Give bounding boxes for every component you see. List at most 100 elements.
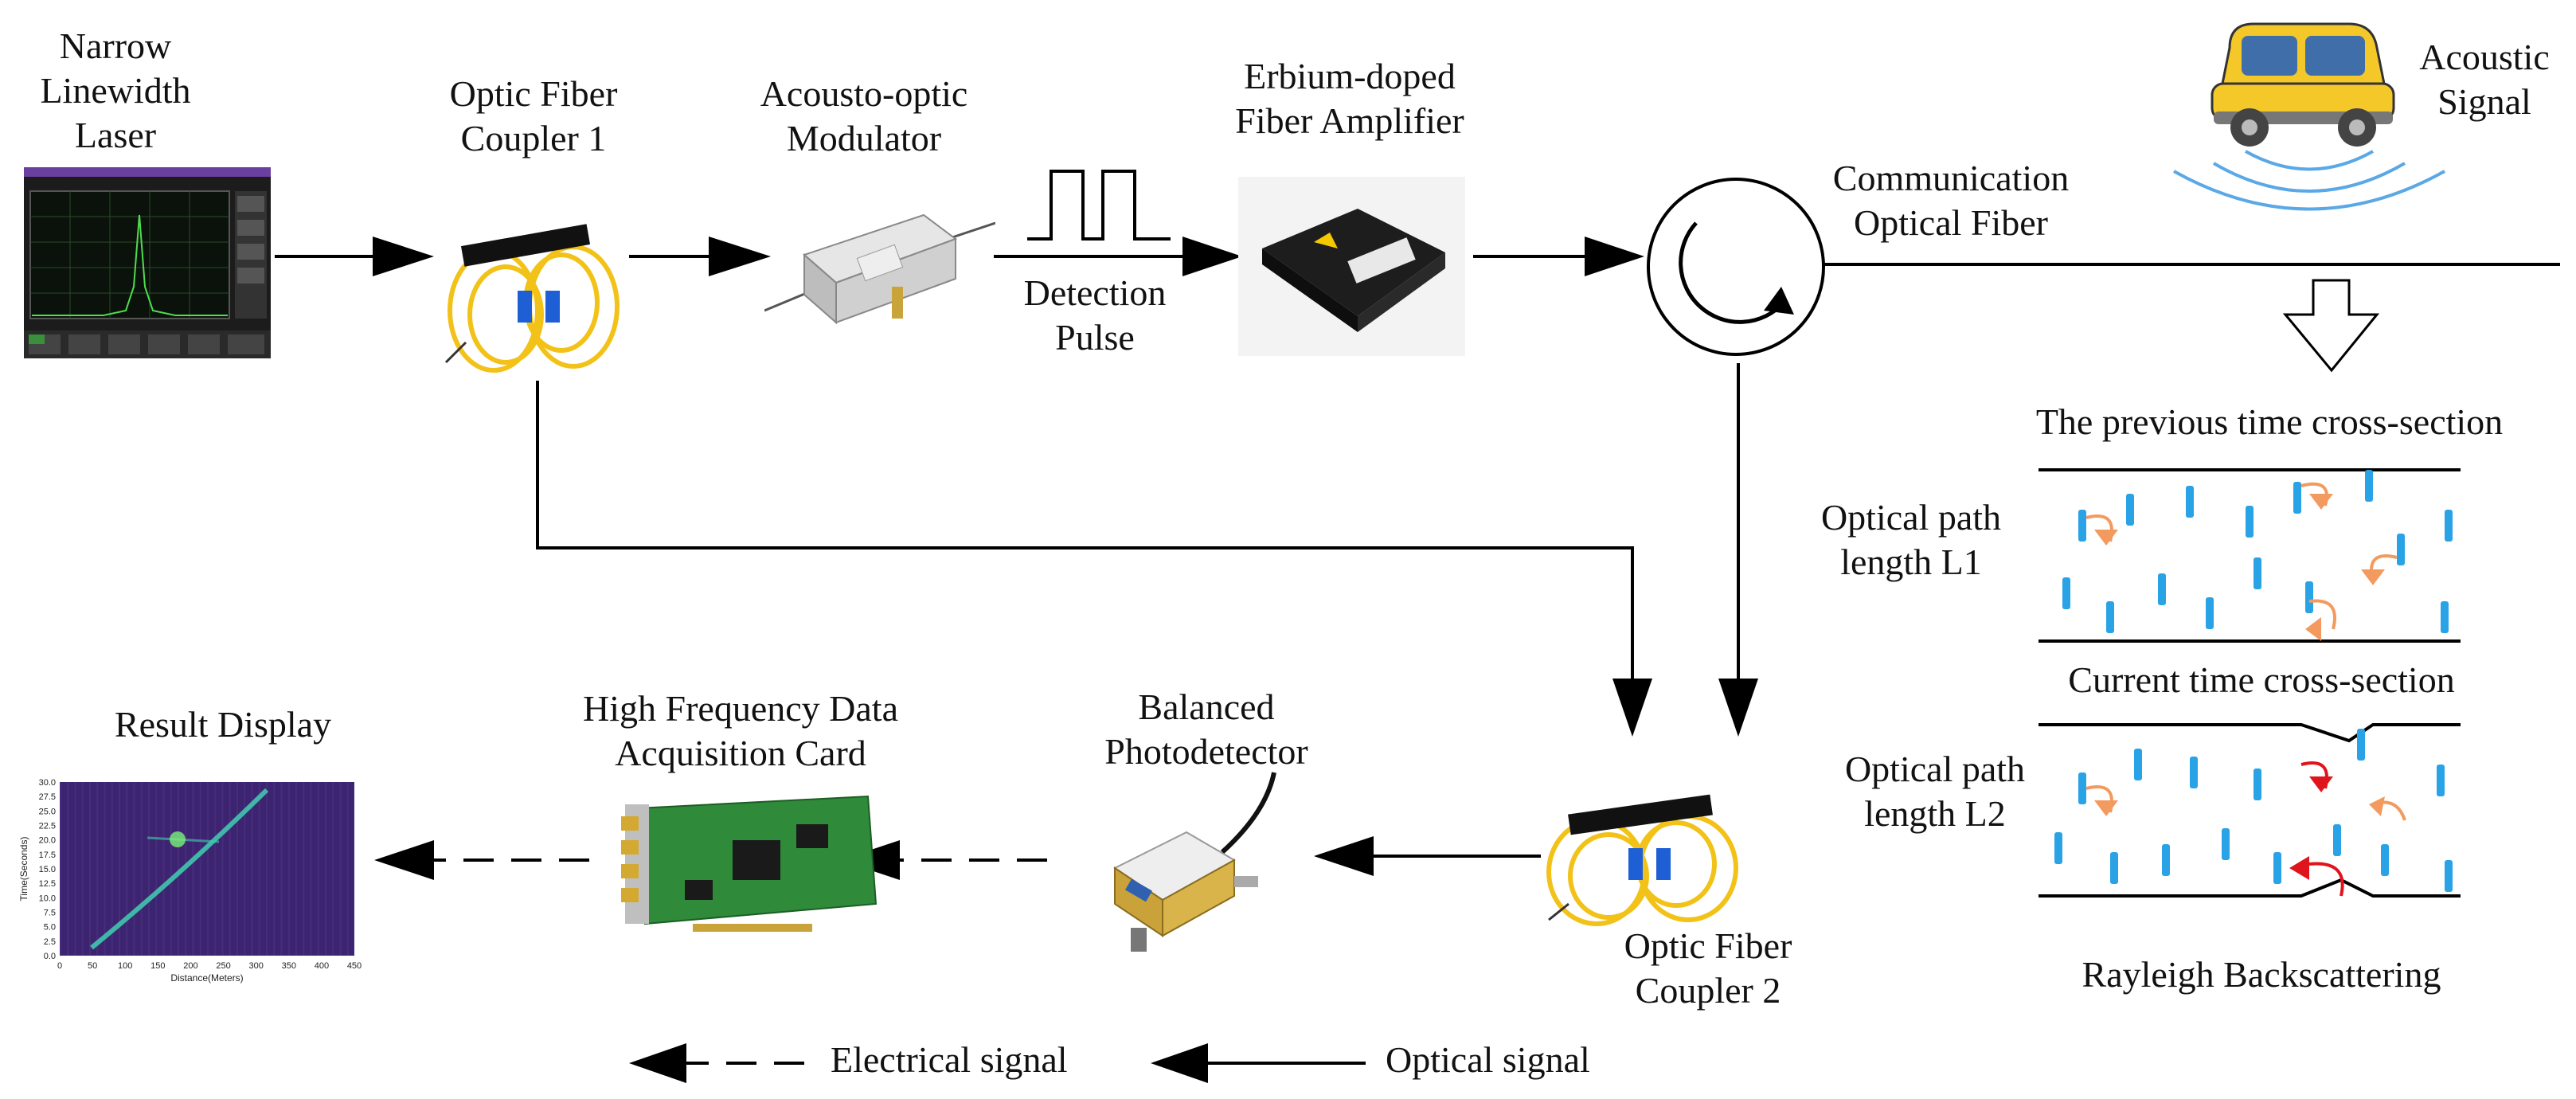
- arrowhead: [1585, 237, 1644, 276]
- coupler2-label: Optic Fiber Coupler 2: [1624, 925, 1792, 1011]
- modulator-icon: [764, 213, 995, 325]
- plot-stripe: [332, 782, 334, 956]
- y-tick-label: 2.5: [44, 937, 56, 947]
- plot-stripe: [207, 782, 209, 956]
- photodetector-icon: [1113, 772, 1276, 952]
- current-section-label: Current time cross-section: [2068, 659, 2455, 700]
- y-tick-label: 5.0: [44, 923, 56, 933]
- plot-stripe: [60, 782, 61, 956]
- plot-stripe: [96, 782, 99, 956]
- daq-card-icon: [621, 795, 878, 932]
- plot-stripe: [133, 782, 135, 956]
- y-tick-label: 0.0: [44, 952, 56, 961]
- plot-stripe: [192, 782, 194, 956]
- fiber-coupler-icon: [444, 224, 620, 373]
- result-plot: 30.027.525.022.520.017.515.012.510.07.55…: [18, 778, 362, 984]
- plot-hotspot: [170, 831, 186, 847]
- acoustic-label: Acoustic Signal: [2419, 37, 2550, 123]
- arrowhead: [374, 840, 434, 880]
- plot-stripe: [170, 782, 172, 956]
- plot-stripe: [89, 782, 91, 956]
- result-label: Result Display: [114, 704, 332, 745]
- plot-trace: [90, 788, 269, 950]
- y-tick-label: 17.5: [39, 851, 56, 860]
- plot-stripe: [104, 782, 106, 956]
- plot-area: [60, 782, 354, 956]
- plot-stripe: [244, 782, 246, 956]
- plot-stripe: [221, 782, 224, 956]
- plot-stripe: [325, 782, 326, 956]
- plot-stripe: [162, 782, 165, 956]
- x-tick-label: 100: [118, 961, 132, 971]
- x-axis-label: Distance(Meters): [170, 972, 243, 984]
- pulse-label: Detection Pulse: [1023, 272, 1167, 358]
- rayleigh-label: Rayleigh Backscattering: [2082, 954, 2441, 995]
- comm-fiber-label: Communication Optical Fiber: [1832, 158, 2070, 244]
- arrowhead: [1612, 679, 1652, 737]
- plot-stripe: [303, 782, 305, 956]
- plot-stripe: [178, 782, 179, 956]
- photodetector-label: Balanced Photodetector: [1104, 686, 1308, 772]
- x-tick-label: 50: [88, 961, 97, 971]
- plot-stripe: [229, 782, 231, 956]
- legend-optical-label: Optical signal: [1386, 1039, 1590, 1080]
- plot-stripe: [346, 782, 349, 956]
- plot-stripe: [295, 782, 297, 956]
- x-tick-label: 450: [347, 961, 362, 971]
- plot-stripe: [251, 782, 253, 956]
- plot-stripe: [339, 782, 342, 956]
- y-tick-label: 27.5: [39, 792, 56, 802]
- y-tick-label: 12.5: [39, 879, 56, 889]
- plot-stripe: [119, 782, 120, 956]
- x-tick-label: 350: [282, 961, 296, 971]
- prev-section-label: The previous time cross-section: [2035, 401, 2504, 442]
- plot-stripe: [199, 782, 201, 956]
- x-tick-label: 400: [315, 961, 329, 971]
- plot-stripe: [310, 782, 312, 956]
- plot-stripe: [126, 782, 128, 956]
- plot-stripe: [74, 782, 76, 956]
- arrowhead: [1151, 1043, 1208, 1083]
- arrow-coupler1-coupler2: [536, 381, 1634, 685]
- laser-screen-icon: [24, 167, 271, 358]
- plot-stripe: [111, 782, 113, 956]
- plot-stripe: [140, 782, 143, 956]
- pulse-waveform: [1027, 170, 1171, 241]
- arrowhead: [1182, 237, 1242, 276]
- edfa-icon: [1238, 177, 1465, 356]
- circulator-icon: [1647, 178, 1825, 356]
- x-tick-label: 200: [183, 961, 197, 971]
- coupler1-label: Optic Fiber Coupler 1: [449, 73, 618, 159]
- path-l1-label: Optical path length L1: [1820, 497, 2002, 583]
- fiber-coupler-icon: [1546, 794, 1738, 926]
- y-tick-label: 25.0: [39, 807, 56, 816]
- car-icon: [2211, 22, 2395, 147]
- y-tick-label: 7.5: [44, 909, 56, 918]
- plot-stripe: [155, 782, 158, 956]
- plot-stripe: [266, 782, 268, 956]
- legend-electrical-label: Electrical signal: [831, 1039, 1068, 1080]
- x-tick-label: 300: [248, 961, 263, 971]
- path-l2-label: Optical path length L2: [1844, 749, 2026, 835]
- arrowhead: [629, 1043, 686, 1083]
- plot-stripe: [287, 782, 290, 956]
- plot-stripe: [280, 782, 283, 956]
- plot-stripe: [214, 782, 217, 956]
- acoustic-waves: [2173, 150, 2445, 211]
- laser-label: Narrow Linewidth Laser: [40, 25, 191, 156]
- daq-label: High Frequency Data Acquisition Card: [583, 688, 898, 774]
- plot-stripe: [81, 782, 84, 956]
- y-tick-label: 15.0: [39, 865, 56, 874]
- arrowhead: [1718, 679, 1758, 737]
- x-tick-label: 0: [57, 961, 62, 971]
- plot-stripe: [273, 782, 276, 956]
- aom-label: Acousto-optic Modulator: [760, 73, 968, 159]
- x-tick-label: 250: [216, 961, 230, 971]
- x-tick-label: 150: [150, 961, 165, 971]
- arrowhead: [709, 237, 771, 276]
- plot-stripe: [236, 782, 238, 956]
- plot-stripe: [148, 782, 150, 956]
- y-tick-label: 20.0: [39, 836, 56, 846]
